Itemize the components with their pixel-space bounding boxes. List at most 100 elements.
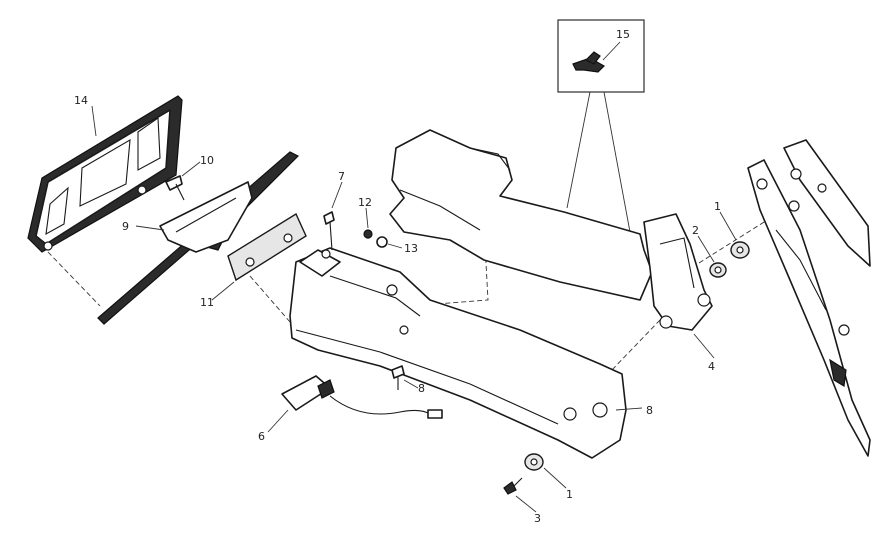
fastener-13 [376,236,388,248]
leader-1-upper [719,211,737,241]
light-6-wire [329,395,431,415]
washer-1-lower-hole [530,458,538,466]
screw-10-head [165,175,183,191]
leader-6 [267,409,289,433]
main-subframe [389,129,653,301]
part-6-light [267,375,443,433]
chassis-hole-2 [788,200,800,212]
callout-8-left: 8 [418,382,425,395]
plate-cutout-right [137,116,161,171]
chassis-hole-3 [790,168,802,180]
chassis-edge [775,229,827,311]
part-11-pad [211,212,307,301]
callout-4: 4 [708,360,715,373]
part-4-mount [643,213,715,359]
bolt-3-shank [513,477,523,487]
chassis-hole-1 [756,178,768,190]
tail-frame-rail [295,329,559,425]
leader-13 [387,243,403,249]
callout-15: 15 [616,28,630,41]
chassis-hole-5 [838,324,850,336]
bracket-9-rib [175,197,237,233]
spacer-2-hole [714,266,722,274]
subframe-edge-2 [399,189,481,231]
plate-hole-1 [43,241,53,251]
callout-3: 3 [534,512,541,525]
subframe-edge-1 [469,147,511,171]
dash-plate-bracket [47,251,101,307]
leader-12 [365,207,369,229]
pad-hole-2 [283,233,293,243]
part-2-spacer [697,235,727,278]
callout-6: 6 [258,430,265,443]
dash-mount-chassis [671,211,781,281]
tail-hole-1 [321,249,331,259]
plate-cutout-left [45,186,69,236]
callout-1-lower: 1 [566,488,573,501]
leader-15 [602,41,621,61]
mount-4-edge [659,237,695,289]
leader-7 [331,181,343,209]
washer-1-upper-hole [736,246,744,254]
callout-13: 13 [404,242,418,255]
tail-hole-2 [386,284,398,296]
chassis-rail-upper [783,139,871,267]
bracket-9-body [159,181,253,253]
light-6-connector [427,409,443,419]
plate-cutout-center [79,138,131,207]
leader-14 [91,105,97,137]
part-9-bracket [97,151,300,325]
detail-inset-15 [557,19,645,233]
fastener-12 [363,229,373,239]
light-6-lens [317,379,335,399]
pad-hole-1 [245,257,255,267]
subframe-body [389,129,653,301]
callout-9: 9 [122,220,129,233]
mount-4-body [643,213,713,331]
part-10-screw [165,161,201,201]
part-15-tab [584,51,601,65]
callout-2: 2 [692,224,699,237]
leader-2 [697,235,715,263]
part-8-screw-left [391,365,419,390]
bolt-7-shank [329,221,333,251]
bolt-7-head [323,211,335,225]
tail-frame-ridge [329,275,421,317]
part-12-13-fasteners [363,207,403,249]
chassis-bracket [829,358,847,387]
callout-7: 7 [338,170,345,183]
leader-8-right [615,407,643,411]
leader-9 [135,225,165,231]
callout-10: 10 [200,154,214,167]
inset-frame [557,19,645,93]
part-1-washer-lower [524,453,567,489]
leader-8-left [403,379,419,389]
mount-4-hole-1 [659,315,673,329]
plate-holder-panel [35,109,171,245]
tail-hole-3 [399,325,409,335]
mount-4-hole-2 [697,293,711,307]
part-3-bolt [503,477,537,513]
bolt-3-head [503,481,517,495]
part-14-plate-holder [27,95,183,253]
tail-frame-body [289,247,627,459]
leader-11 [211,281,235,301]
leader-10 [181,161,201,177]
screw-10-shank [175,183,185,201]
part-7-bolt [323,181,343,251]
callout-labels: 14 10 9 11 7 12 13 8 6 8 15 1 2 4 1 3 [74,28,721,525]
callout-1-upper: 1 [714,200,721,213]
rear-tail-frame [289,247,643,459]
tail-hole-5 [592,402,608,418]
leader-3 [515,495,537,513]
tail-hole-4 [563,407,577,421]
callout-11: 11 [200,296,214,309]
screw-8-head [391,365,405,379]
dash-pad-frame [249,275,291,323]
callout-8-right: 8 [646,404,653,417]
tail-frame-tab [299,249,341,277]
plate-hole-2 [137,185,147,195]
chassis-frame [747,139,871,457]
chassis-hole-4 [817,183,827,193]
